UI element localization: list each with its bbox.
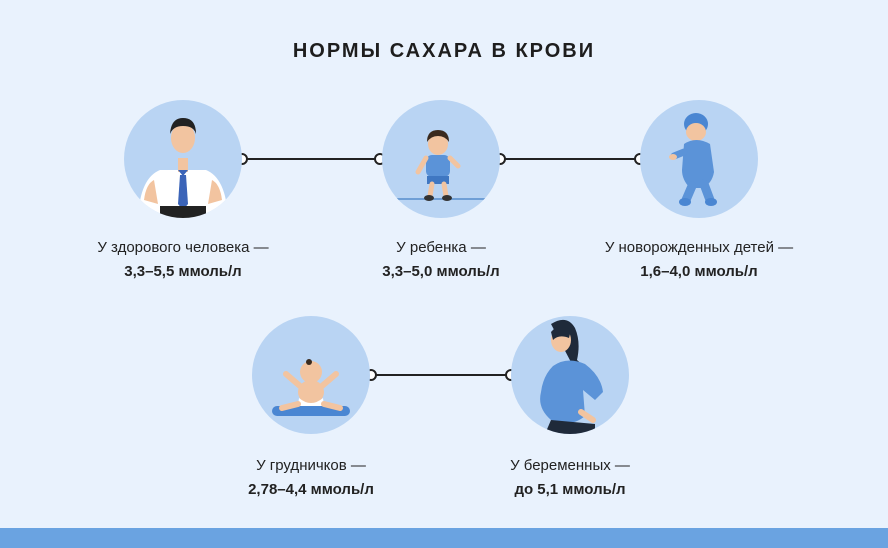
- page-title: НОРМЫ САХАРА В КРОВИ: [292, 40, 596, 62]
- group-value: 2,78–4,4 ммоль/л: [248, 481, 374, 498]
- child-illustration: [382, 100, 500, 218]
- bottom-accent-bar: [0, 528, 888, 548]
- group-value: 1,6–4,0 ммоль/л: [640, 263, 758, 280]
- group-value: до 5,1 ммоль/л: [514, 481, 626, 498]
- group-label-newborn: У новорожденных детей — 1,6–4,0 ммоль/л: [569, 236, 829, 284]
- group-description: У беременных —: [510, 457, 630, 474]
- group-label-pregnant: У беременных — до 5,1 ммоль/л: [440, 454, 700, 502]
- group-label-child: У ребенка — 3,3–5,0 ммоль/л: [311, 236, 571, 284]
- group-value: 3,3–5,0 ммоль/л: [382, 263, 500, 280]
- group-description: У новорожденных детей —: [604, 239, 794, 256]
- group-description: У грудничков —: [256, 457, 366, 474]
- adult-man-illustration: [124, 100, 242, 218]
- infant-icon: [272, 359, 350, 416]
- newborn-illustration: [640, 100, 758, 218]
- newborn-icon: [669, 113, 717, 206]
- connector-line-2: [500, 158, 640, 160]
- infant-illustration: [252, 316, 370, 434]
- group-description: У ребенка —: [396, 239, 486, 256]
- connector-line-3: [371, 374, 511, 376]
- group-label-infant: У грудничков — 2,78–4,4 ммоль/л: [181, 454, 441, 502]
- adult-man-icon: [138, 118, 228, 218]
- group-label-adult: У здорового человека — 3,3–5,5 ммоль/л: [53, 236, 313, 284]
- child-icon: [396, 130, 486, 201]
- group-description: У здорового человека —: [97, 239, 269, 256]
- pregnant-woman-icon: [540, 319, 603, 434]
- pregnant-woman-illustration: [511, 316, 629, 434]
- connector-line-1: [242, 158, 380, 160]
- group-value: 3,3–5,5 ммоль/л: [124, 263, 242, 280]
